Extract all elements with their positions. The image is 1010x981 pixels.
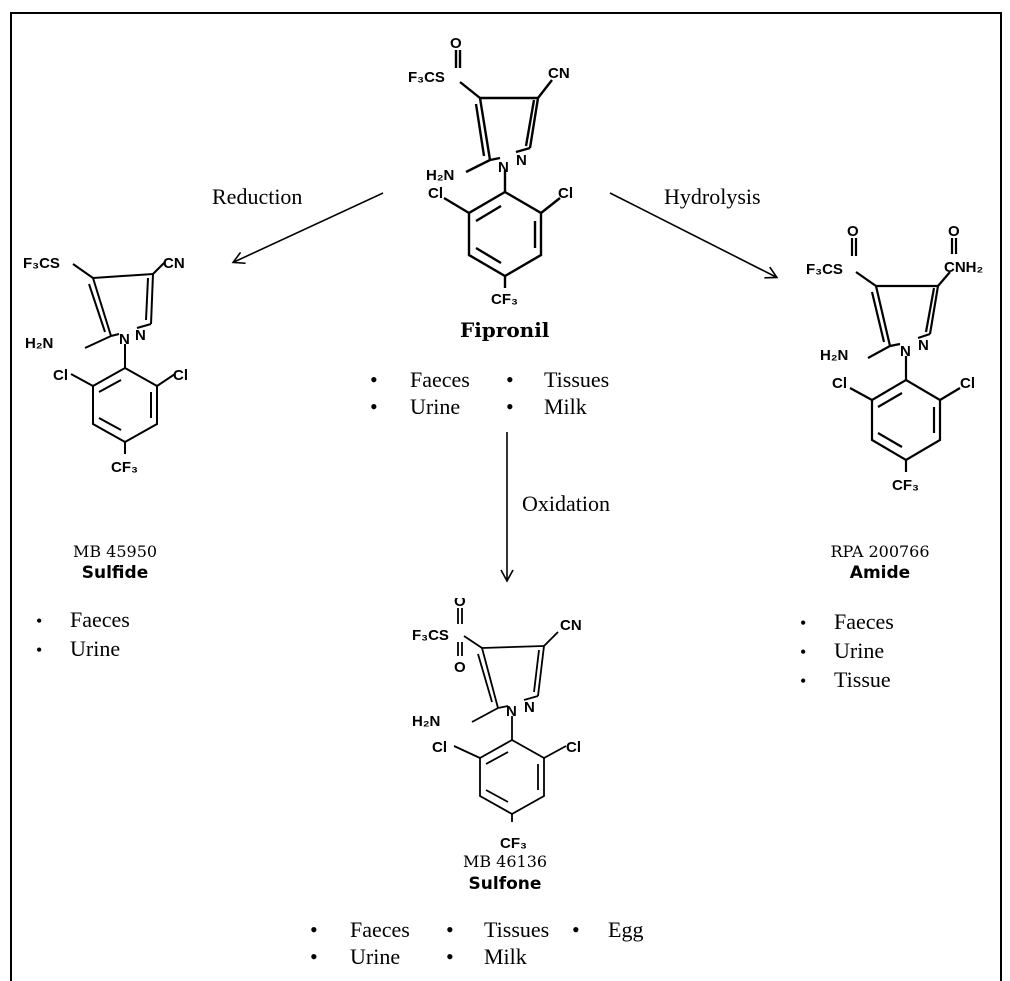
sulfone-location-4: Urine <box>350 944 401 969</box>
fipronil-location-3: Urine <box>410 394 461 419</box>
sulfone-cl-right: Cl <box>566 739 581 756</box>
sulfide-n1: N <box>119 331 130 348</box>
fipronil-n2: N <box>516 152 527 169</box>
sulfone-location-3: Egg <box>608 917 644 942</box>
sulfone-location-1: Faeces <box>350 917 410 942</box>
sulfone-n1: N <box>506 703 517 720</box>
bullet: • <box>506 394 514 419</box>
list-item: •Faeces <box>36 607 130 632</box>
sulfone-code: MB 46136 <box>462 852 548 871</box>
sulfone-n2: N <box>524 699 535 716</box>
amide-structure: O F₃CS O CNH₂ N N H₂N Cl Cl CF₃ <box>806 223 983 494</box>
amide-n1: N <box>900 343 911 360</box>
sulfone-f3cs: F₃CS <box>412 627 449 644</box>
sulfide-cl-left: Cl <box>53 367 68 384</box>
amide-n2: N <box>918 337 929 354</box>
sulfone-cl-left: Cl <box>432 739 447 756</box>
sulfide-cn: CN <box>163 255 185 272</box>
sulfone-structure: O O F₃CS CN N N H₂N Cl Cl <box>412 598 582 822</box>
sulfide-location-1: Faeces <box>70 607 130 632</box>
sulfone-name: Sulfone <box>468 874 542 894</box>
sulfide-cf3: CF₃ <box>111 459 138 476</box>
fipronil-cl-right: Cl <box>558 185 573 202</box>
sulfide-f3cs: F₃CS <box>23 255 60 272</box>
fipronil-location-1: Faeces <box>410 367 470 392</box>
amide-cl-left: Cl <box>832 375 847 392</box>
bullet: • <box>446 944 454 969</box>
amide-cf3: CF₃ <box>892 477 919 494</box>
oxidation-label: Oxidation <box>522 491 610 516</box>
fipronil-location-4: Milk <box>544 394 587 419</box>
amide-name: Amide <box>849 563 911 583</box>
amide-code: RPA 200766 <box>830 542 930 561</box>
sulfone-h2n: H₂N <box>412 713 440 730</box>
sulfone-cf3-label: CF₃ <box>500 835 527 852</box>
sulfone-location-2: Tissues <box>484 917 550 942</box>
fipronil-cf3: CF₃ <box>491 291 518 308</box>
list-item: •Urine <box>36 636 121 661</box>
fipronil-location-2: Tissues <box>544 367 610 392</box>
sulfone-oxygen-top: O <box>454 598 466 610</box>
bullet: • <box>446 917 454 942</box>
sulfide-n2: N <box>135 327 146 344</box>
sulfone-oxygen-bottom: O <box>454 659 466 676</box>
fipronil-cl-left: Cl <box>428 185 443 202</box>
fipronil-f3cs: F₃CS <box>408 69 445 86</box>
bullet: • <box>310 944 318 969</box>
reduction-arrow <box>231 192 384 265</box>
list-item: •Faeces <box>800 609 894 634</box>
amide-f3cs: F₃CS <box>806 261 843 278</box>
fipronil-n1: N <box>498 159 509 176</box>
hydrolysis-label: Hydrolysis <box>664 184 761 209</box>
fipronil-oxygen: O <box>450 35 462 52</box>
amide-conh2: CNH₂ <box>944 259 983 276</box>
bullet: • <box>370 394 378 419</box>
list-item: •Tissue <box>800 667 891 692</box>
sulfide-cl-right: Cl <box>173 367 188 384</box>
amide-locations: •Faeces •Urine •Tissue <box>800 608 894 695</box>
bullet: • <box>572 917 580 942</box>
sulfide-name: Sulfide <box>81 563 149 583</box>
sulfide-structure: F₃CS CN N N H₂N Cl Cl CF₃ <box>23 255 188 476</box>
reduction-label: Reduction <box>212 184 303 209</box>
sulfone-location-5: Milk <box>484 944 527 969</box>
amide-cl-right: Cl <box>960 375 975 392</box>
bullet: • <box>506 367 514 392</box>
sulfide-code: MB 45950 <box>72 542 158 561</box>
fipronil-cn: CN <box>548 65 570 82</box>
amide-location-1: Faeces <box>834 609 894 634</box>
list-item: •Urine <box>800 638 885 663</box>
sulfide-locations: •Faeces •Urine <box>36 606 130 664</box>
sulfone-cf3: CF₃ <box>500 835 527 852</box>
sulfide-location-2: Urine <box>70 636 121 661</box>
amide-oxygen-c: O <box>948 223 960 240</box>
sulfone-cn: CN <box>560 617 582 634</box>
bullet: • <box>370 367 378 392</box>
amide-location-2: Urine <box>834 638 885 663</box>
amide-h2n: H₂N <box>820 347 848 364</box>
diagram-frame <box>10 12 1002 981</box>
hydrolysis-arrow <box>609 192 779 279</box>
fipronil-name: Fipronil <box>460 318 550 342</box>
amide-location-3: Tissue <box>834 667 891 692</box>
fipronil-h2n: H₂N <box>426 167 454 184</box>
fipronil-structure: O F₃CS CN N N H₂N Cl Cl CF₃ <box>408 35 573 308</box>
amide-oxygen-s: O <box>847 223 859 240</box>
sulfide-h2n: H₂N <box>25 335 53 352</box>
bullet: • <box>310 917 318 942</box>
